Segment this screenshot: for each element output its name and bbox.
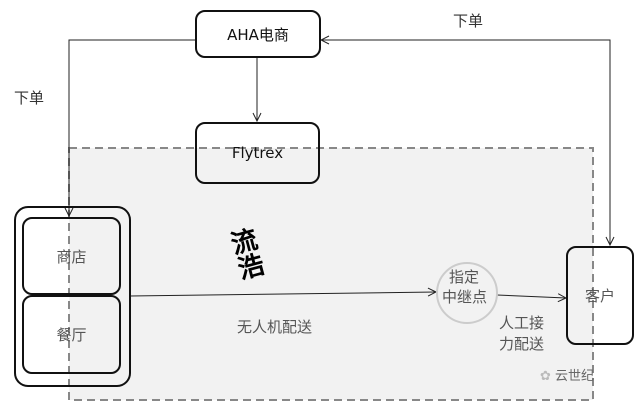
order-line-left: [69, 39, 196, 216]
aha-node: AHA电商: [195, 10, 321, 58]
relay-label-1: 指定: [449, 268, 480, 286]
drone-delivery-label: 无人机配送: [237, 318, 313, 336]
manual-label-1: 人工接: [499, 314, 545, 332]
wechat-icon: ✿: [540, 369, 551, 384]
order-label-right: 下单: [453, 12, 484, 30]
order-label-left: 下单: [14, 89, 45, 107]
drone-zone: [68, 147, 594, 401]
store-node: 商店: [22, 217, 121, 295]
manual-arrow: [496, 295, 566, 298]
drone-arrow: [129, 292, 436, 296]
relay-point: [436, 262, 498, 324]
customer-node: 客户: [566, 246, 634, 345]
watermark: ✿ 云世纪: [540, 369, 595, 384]
merchant-group: [14, 206, 131, 387]
relay-label-2: 中继点: [442, 288, 488, 306]
manual-label-2: 力配送: [499, 335, 545, 353]
restaurant-node: 餐厅: [22, 295, 121, 374]
flytrex-node: Flytrex: [195, 122, 320, 184]
